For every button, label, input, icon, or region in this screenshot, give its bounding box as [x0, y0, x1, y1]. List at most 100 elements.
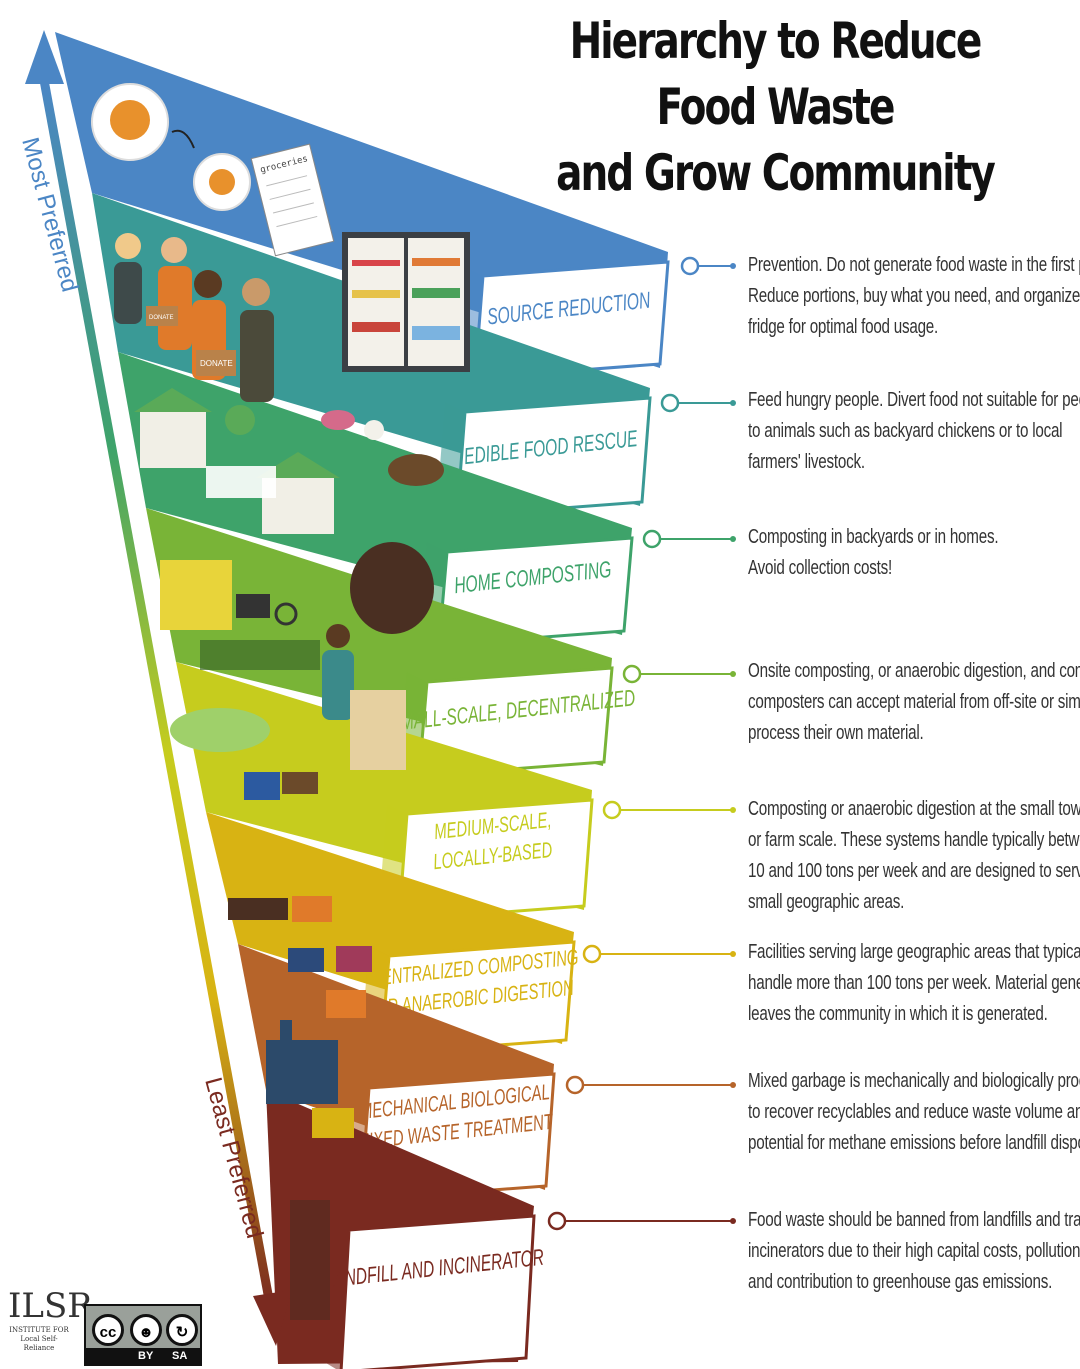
connector-dot-icon: [730, 671, 736, 677]
cyclist-icon: [274, 602, 298, 626]
preference-arrow-shaft: [39, 79, 275, 1306]
tier-description-5: Composting or anaerobic digestion at the…: [748, 794, 1080, 918]
description-line: Avoid collection costs!: [748, 557, 893, 579]
logo-subtitle-2: Local Self-Reliance: [20, 1335, 58, 1352]
share-alike-icon: ↻: [166, 1314, 198, 1346]
license-sa: SA: [172, 1350, 188, 1362]
tier-description-6: Facilities serving large geographic area…: [748, 937, 1080, 1030]
connector-dot-icon: [730, 1218, 736, 1224]
description-line: small geographic areas.: [748, 891, 905, 913]
tier-5: MEDIUM-SCALE,LOCALLY-BASED: [176, 662, 594, 922]
tier-connector: [602, 800, 736, 820]
description-line: and contribution to greenhouse gas emiss…: [748, 1271, 1053, 1293]
description-line: Mixed garbage is mechanically and biolog…: [748, 1070, 1080, 1092]
connector-dot-icon: [730, 951, 736, 957]
tier-connector: [660, 393, 736, 413]
description-line: to recover recyclables and reduce waste …: [748, 1101, 1080, 1123]
tier-description-3: Composting in backyards or in homes. Avoi…: [748, 522, 1067, 584]
donate-box-label: DONATE: [149, 315, 174, 321]
tractor-icon: [244, 772, 280, 800]
connector-circle-icon: [680, 256, 700, 276]
farm-fields-icon: [170, 708, 270, 752]
description-line: composters can accept material from off-…: [748, 691, 1080, 713]
description-line: Composting in backyards or in homes.: [748, 526, 999, 548]
pig-icon: [321, 410, 355, 430]
license-by: BY: [138, 1350, 154, 1362]
compost-bin-icon: [350, 542, 434, 634]
landfill-icon: [290, 1200, 330, 1320]
description-line: leaves the community in which it is gene…: [748, 1003, 1048, 1025]
connector-circle-icon: [547, 1211, 567, 1231]
tier-connector: [547, 1211, 736, 1231]
license-bar: BY SA: [86, 1348, 200, 1364]
description-line: Composting or anaerobic digestion at the…: [748, 798, 1080, 820]
description-line: incinerators due to their high capital c…: [748, 1240, 1080, 1262]
tree-icon: [225, 405, 255, 435]
truck-icon: [288, 948, 324, 972]
description-line: Onsite composting, or anaerobic digestio…: [748, 660, 1080, 682]
connector-dot-icon: [730, 400, 736, 406]
logo-wordmark: ILSR: [8, 1286, 93, 1326]
truck-icon-2: [336, 946, 372, 972]
tier-description-7: Mixed garbage is mechanically and biolog…: [748, 1066, 1080, 1159]
connector-dot-icon: [730, 263, 736, 269]
description-line: Food waste should be banned from landfil…: [748, 1209, 1080, 1231]
description-line: process their own material.: [748, 722, 924, 744]
connector-dot-icon: [730, 1082, 736, 1088]
description-line: farmers' livestock.: [748, 451, 865, 473]
tier-connector: [622, 664, 736, 684]
tier-description-8: Food waste should be banned from landfil…: [748, 1205, 1080, 1298]
logo-subtitle-1: INSTITUTE FOR: [9, 1326, 69, 1334]
bins-icon: [236, 594, 270, 618]
trailer-icon: [282, 772, 318, 794]
description-line: or farm scale. These systems handle typi…: [748, 829, 1080, 851]
tier-4: SMALL-SCALE, DECENTRALIZED: [146, 508, 636, 778]
description-line: potential for methane emissions before l…: [748, 1132, 1080, 1154]
tier-description-4: Onsite composting, or anaerobic digestio…: [748, 656, 1080, 749]
tier-description-1: Prevention. Do not generate food waste i…: [748, 250, 1080, 343]
tier-8: LANDFILL AND INCINERATOR: [266, 1090, 545, 1369]
tier-connector: [680, 256, 736, 276]
connector-circle-icon: [582, 944, 602, 964]
grocery-list-icon: groceries: [250, 143, 335, 257]
donate-box-icon: [146, 306, 178, 326]
smokestack-icon: [280, 1020, 292, 1060]
tier-description-2: Feed hungry people. Divert food not suit…: [748, 385, 1080, 478]
ilsr-logo: ILSR INSTITUTE FOR Local Self-Reliance: [8, 1286, 93, 1353]
houses-icon: [134, 388, 340, 534]
title-line-2: and Grow Community: [556, 144, 996, 202]
connector-dot-icon: [730, 807, 736, 813]
description-line: Reduce portions, buy what you need, and …: [748, 285, 1080, 307]
page-title: Hierarchy to Reduce Food Waste and Grow …: [537, 8, 1013, 206]
garbage-truck-icon: [312, 1108, 354, 1138]
description-line: fridge for optimal food usage.: [748, 316, 939, 338]
apartment-building-icon: [160, 560, 232, 630]
dump-truck-icon: [292, 896, 332, 922]
cc-icon: cc: [92, 1314, 124, 1346]
gardener-icon: [326, 624, 350, 648]
gardener-body: [322, 650, 354, 720]
preference-arrow-tail-icon: [253, 1290, 292, 1346]
creative-commons-badge: cc ☻ ↻ BY SA: [84, 1304, 202, 1366]
compost-windrow-icon: [228, 898, 288, 920]
connector-circle-icon: [660, 393, 680, 413]
description-line: handle more than 100 tons per week. Mate…: [748, 972, 1080, 994]
description-line: Facilities serving large geographic area…: [748, 941, 1080, 963]
tier-connector: [582, 944, 736, 964]
description-line: Feed hungry people. Divert food not suit…: [748, 389, 1080, 411]
description-line: 10 and 100 tons per week and are designe…: [748, 860, 1080, 882]
chicken-icon: [364, 420, 384, 440]
description-line: Prevention. Do not generate food waste i…: [748, 254, 1080, 276]
tier-connector: [565, 1075, 736, 1095]
curved-arrow-icon: [171, 129, 195, 149]
attribution-icon: ☻: [130, 1314, 162, 1346]
connector-circle-icon: [565, 1075, 585, 1095]
people-donating-icon: DONATE DONATE: [114, 233, 274, 402]
refrigerator-icon: [342, 232, 470, 372]
connector-circle-icon: [622, 664, 642, 684]
connector-circle-icon: [642, 529, 662, 549]
factory-icon: [266, 1040, 338, 1104]
connector-circle-icon: [602, 800, 622, 820]
